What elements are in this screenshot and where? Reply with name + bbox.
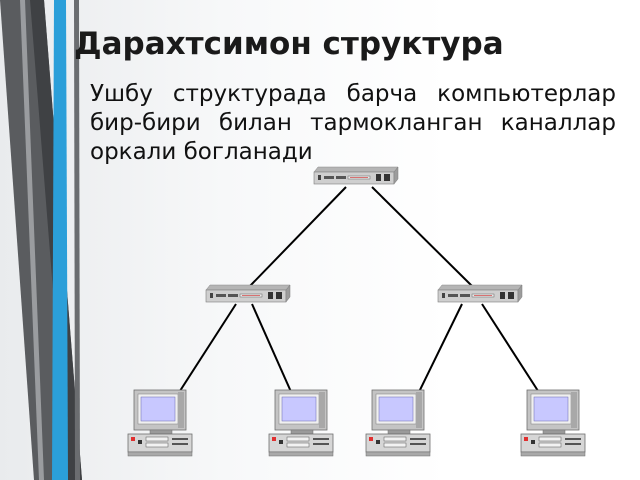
switch-right-icon — [437, 284, 523, 303]
computer-4-icon — [520, 389, 586, 457]
slide-title: Дарахтсимон структура — [74, 26, 504, 62]
computer-1-icon — [127, 389, 193, 457]
link-right-computer-4 — [481, 303, 541, 395]
computer-3-icon — [365, 389, 431, 457]
network-links — [177, 186, 541, 395]
decoration-light-stripe — [20, 0, 44, 480]
switch-left-icon — [205, 284, 291, 303]
switch-root-icon — [313, 166, 399, 185]
slide-decoration — [0, 0, 82, 480]
slide-description: Ушбу структурада барча компьютерлар бир-… — [90, 81, 616, 165]
link-left-computer-1 — [177, 303, 237, 395]
link-root-right — [371, 186, 473, 287]
computer-2-icon — [268, 389, 334, 457]
link-root-left — [249, 186, 347, 287]
link-right-computer-3 — [417, 303, 463, 395]
decoration-thin-line — [74, 0, 80, 480]
decoration-blue-stripe — [52, 0, 68, 480]
link-left-computer-2 — [251, 303, 293, 395]
